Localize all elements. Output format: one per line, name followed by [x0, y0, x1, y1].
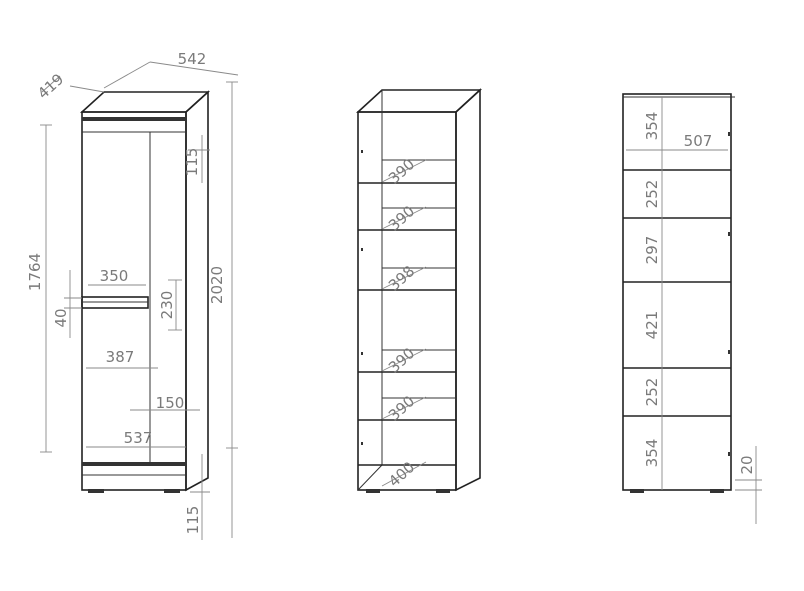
section-foot-left [630, 489, 644, 493]
shelves-foot-left [366, 489, 380, 493]
dim-h3: 297 [643, 236, 661, 265]
shelf-pin-holes [361, 150, 363, 445]
dim-h5: 252 [643, 378, 661, 407]
dim-top-panel: 115 [183, 148, 201, 177]
dim-width: 542 [178, 50, 207, 68]
dim-handle-width: 350 [100, 267, 129, 285]
dim-handle-offset: 40 [52, 308, 70, 327]
front-side-face [185, 90, 209, 492]
dim-inner-width-upper: 387 [106, 348, 135, 366]
dim-inner-width-lower: 537 [124, 429, 153, 447]
shelves-foot-right [436, 489, 450, 493]
dim-handle-height: 230 [158, 291, 176, 320]
dim-total-height: 2020 [208, 266, 226, 304]
front-view: 419 542 2020 115 1764 40 350 230 [26, 50, 239, 540]
dim-h4: 421 [643, 311, 661, 340]
foot-right [164, 489, 180, 493]
dim-h2: 252 [643, 180, 661, 209]
dim-foot: 20 [738, 455, 756, 474]
top-band [82, 117, 186, 121]
foot-left [88, 489, 104, 493]
shelves-view: 390 390 398 390 390 400 [355, 88, 483, 493]
section-view: 354 252 297 421 252 354 507 20 [622, 93, 762, 524]
dim-inner-width: 507 [684, 132, 713, 150]
section-outline [622, 93, 732, 491]
dim-door-height: 1764 [26, 253, 44, 291]
dim-plinth: 115 [184, 506, 202, 535]
dim-mid-gap: 150 [156, 394, 185, 412]
shelf-lines [358, 159, 456, 466]
dim-h6: 354 [643, 439, 661, 468]
section-shelves [623, 169, 731, 417]
dim-h1: 354 [643, 112, 661, 141]
dim-depth: 419 [34, 70, 67, 103]
bottom-band [82, 462, 186, 466]
shelves-top-face [355, 89, 483, 113]
section-foot-right [710, 489, 724, 493]
dim-shelf-bottom: 400 [385, 458, 418, 491]
shelves-side-face [455, 88, 481, 492]
